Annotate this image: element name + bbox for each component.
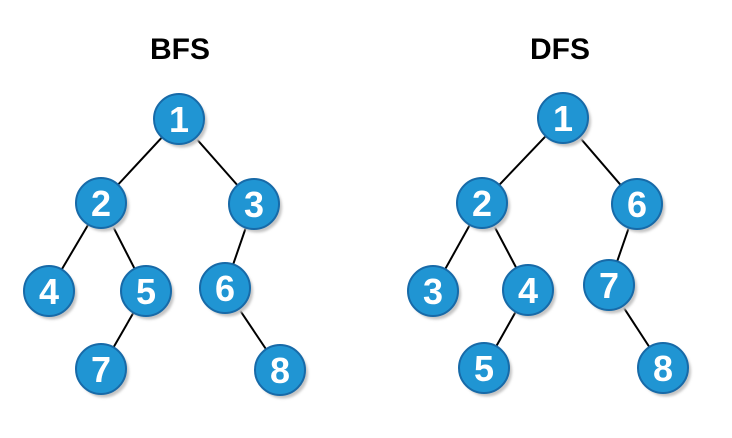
tree-node-bfs-8 [254, 344, 306, 396]
node-label-dfs-1: 1 [553, 98, 573, 139]
tree-node-dfs-6 [611, 178, 663, 230]
node-label-dfs-7: 7 [599, 265, 619, 306]
node-label-dfs-2: 2 [472, 183, 492, 224]
node-label-dfs-4: 4 [518, 270, 538, 311]
tree-dfs: DFS 1 2 6 3 4 7 5 8 [407, 33, 691, 397]
tree-node-dfs-3 [407, 265, 459, 317]
tree-node-bfs-6 [199, 262, 251, 314]
node-label-bfs-8: 8 [270, 350, 290, 391]
tree-node-dfs-4 [502, 264, 554, 316]
tree-node-dfs-1 [537, 92, 589, 144]
node-label-dfs-3: 3 [423, 271, 443, 312]
node-label-bfs-7: 7 [91, 349, 111, 390]
tree-node-dfs-2 [456, 177, 508, 229]
node-label-dfs-5: 5 [474, 348, 494, 389]
node-label-bfs-2: 2 [91, 183, 111, 224]
node-label-dfs-8: 8 [653, 348, 673, 389]
tree-node-bfs-7 [75, 343, 127, 395]
tree-node-dfs-7 [583, 259, 635, 311]
tree-node-bfs-5 [120, 265, 172, 317]
tree-node-bfs-4 [23, 265, 75, 317]
tree-node-bfs-1 [153, 93, 205, 145]
tree-bfs: BFS 1 2 3 4 5 6 7 8 [23, 33, 308, 399]
node-label-bfs-6: 6 [215, 268, 235, 309]
tree-node-dfs-8 [637, 342, 689, 394]
node-label-bfs-5: 5 [136, 271, 156, 312]
tree-node-bfs-3 [228, 178, 280, 230]
node-label-bfs-3: 3 [244, 184, 264, 225]
tree-title-dfs: DFS [530, 33, 590, 66]
tree-title-bfs: BFS [150, 33, 210, 66]
node-label-dfs-6: 6 [627, 184, 647, 225]
tree-node-dfs-5 [458, 342, 510, 394]
node-label-bfs-1: 1 [169, 99, 189, 140]
tree-node-bfs-2 [75, 177, 127, 229]
node-label-bfs-4: 4 [39, 271, 59, 312]
